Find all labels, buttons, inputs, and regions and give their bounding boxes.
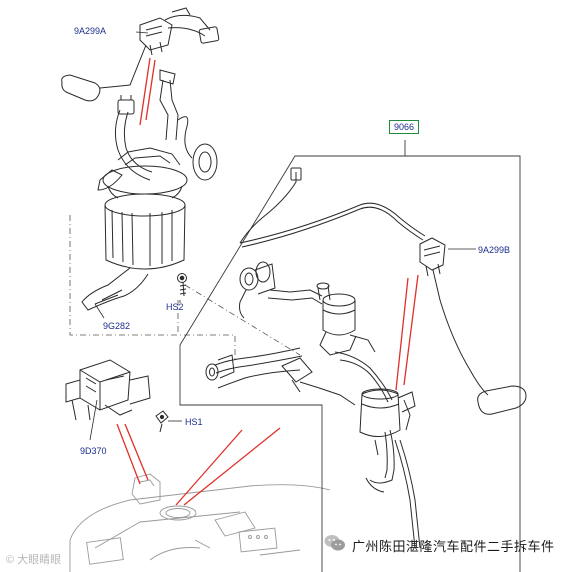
red-pointer-lines [116,57,419,506]
screw-hs2 [177,273,187,297]
control-module-9d370 [65,359,151,421]
fuel-tank-outline [69,473,331,572]
wechat-icon [324,535,345,551]
label-9d370: 9D370 [80,446,107,456]
label-9a299b: 9A299B [478,245,511,255]
watermark-right: 广州陈田湛隆汽车配件二手拆车件 [352,539,555,554]
label-9a299a: 9A299A [74,26,107,36]
assembly-guide-lines [69,215,301,360]
fuel-pump-module-9g282 [81,69,218,311]
label-leader-lines [89,31,476,441]
fuel-level-sender-right [419,237,527,415]
fuel-pipe-harness-9066 [205,167,426,549]
screw-hs1 [155,410,169,433]
assembly-frame-9066 [179,140,521,572]
label-hs2: HS2 [166,302,184,312]
fuel-level-sender-top [61,7,220,102]
watermark-left: © 大眼睛眼 [6,554,62,566]
callout-9066: 9066 [389,120,420,134]
label-9g282: 9G282 [103,321,131,331]
label-hs1: HS1 [185,417,203,427]
